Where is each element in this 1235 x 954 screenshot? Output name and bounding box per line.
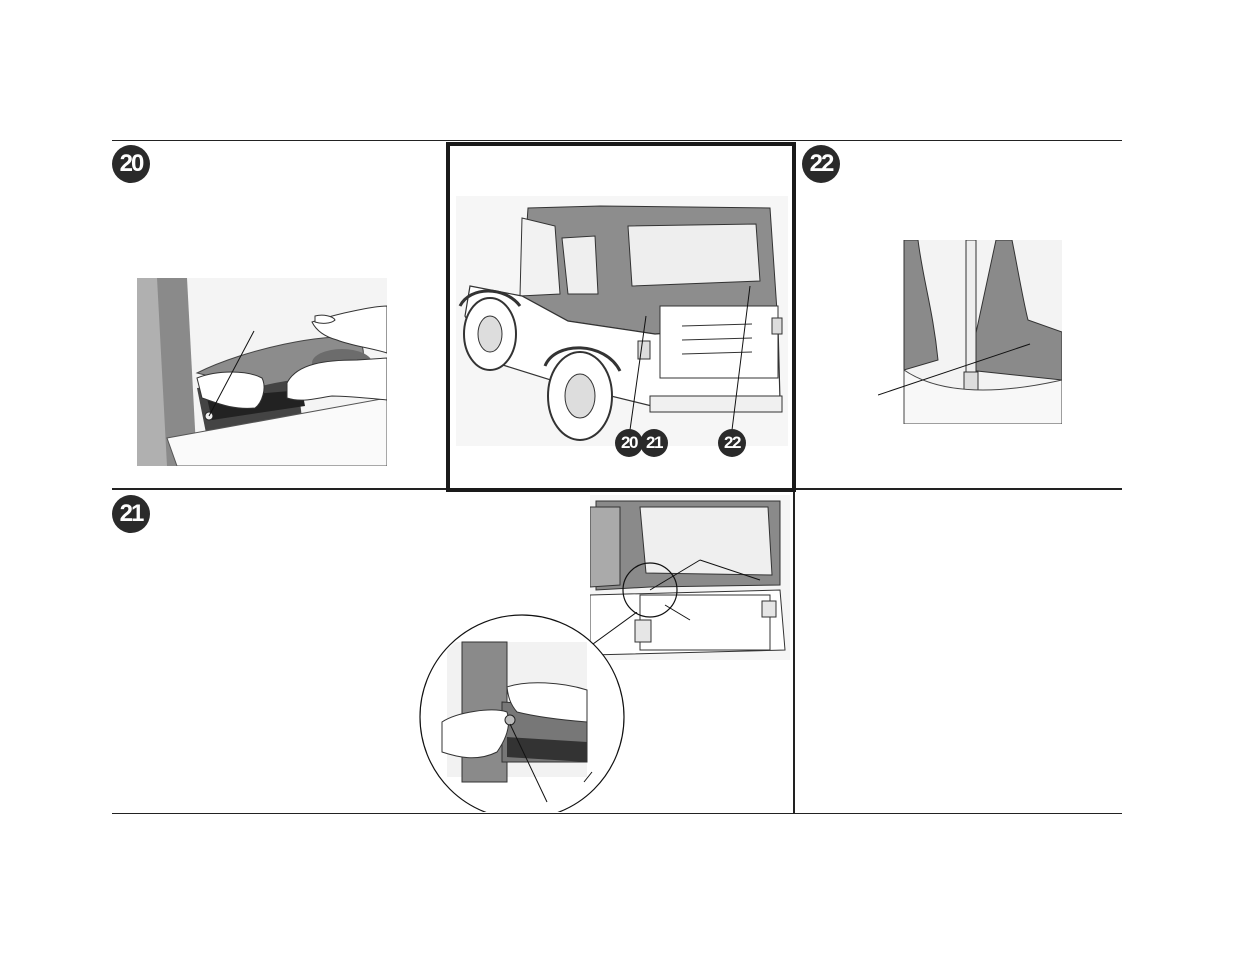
step-22-illustration [878, 240, 1062, 424]
overview-callout-20: 20 [615, 429, 643, 457]
overview-panel: 20 21 22 [446, 142, 796, 492]
top-rule [112, 140, 1122, 141]
step-21-badge: 21 [112, 495, 150, 533]
overview-callout-22: 22 [718, 429, 746, 457]
step-22-badge: 22 [802, 145, 840, 183]
step-20-illustration [137, 278, 387, 466]
step-20-badge: 20 [112, 145, 150, 183]
bottom-rule [112, 813, 1122, 814]
step-21-detail-illustration [412, 612, 642, 812]
overview-callout-21: 21 [640, 429, 668, 457]
right-column-divider [793, 488, 795, 814]
